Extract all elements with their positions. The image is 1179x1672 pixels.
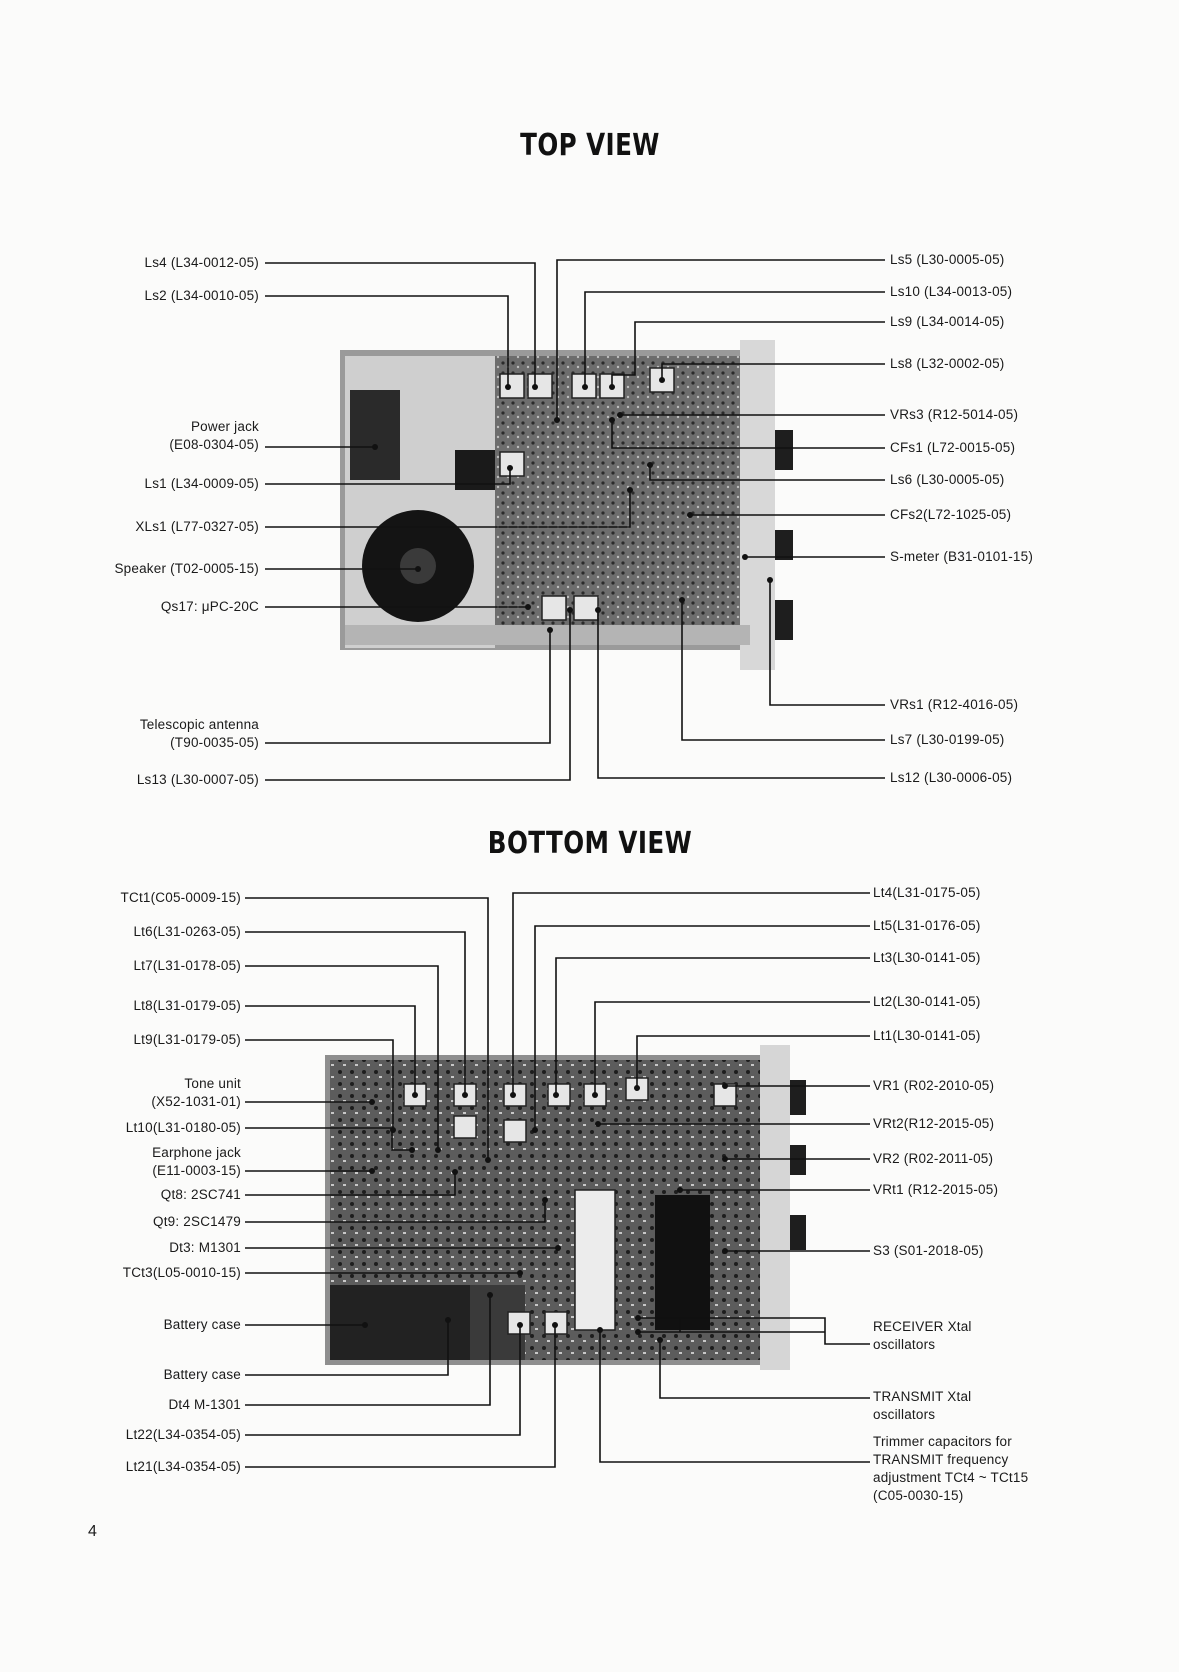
label-lt22: Lt22(L34-0354-05) [125, 1427, 241, 1442]
label-cfs1: CFs1 (L72-0015-05) [890, 440, 1016, 455]
label-receiver-xtal: RECEIVER Xtal oscillators [873, 1319, 972, 1352]
label-ls4: Ls4 (L34-0012-05) [144, 255, 259, 270]
label-earphone-jack: Earphone jack (E11-0003-15) [152, 1145, 241, 1178]
switch-block [655, 1195, 710, 1330]
knob-icon [790, 1145, 806, 1175]
label-ls1: Ls1 (L34-0009-05) [144, 476, 259, 491]
label-s3: S3 (S01-2018-05) [873, 1243, 984, 1258]
label-xls1: XLs1 (L77-0327-05) [135, 519, 259, 534]
label-vrt2: VRt2(R12-2015-05) [873, 1116, 995, 1131]
label-ls13: Ls13 (L30-0007-05) [136, 772, 259, 787]
label-lt4: Lt4(L31-0175-05) [873, 885, 981, 900]
label-ls10: Ls10 (L34-0013-05) [890, 284, 1013, 299]
top-front-panel [740, 340, 775, 670]
label-s-meter: S-meter (B31-0101-15) [890, 549, 1034, 564]
top-view-title: TOP VIEW [520, 128, 660, 163]
label-lt8: Lt8(L31-0179-05) [133, 998, 241, 1013]
label-battery-case-1: Battery case [163, 1317, 241, 1332]
label-lt2: Lt2(L30-0141-05) [873, 994, 981, 1009]
bottom-view-title: BOTTOM VIEW [487, 826, 693, 861]
knob-icon [775, 530, 793, 560]
label-dt3: Dt3: M1301 [169, 1240, 241, 1255]
label-lt3: Lt3(L30-0141-05) [873, 950, 981, 965]
label-lt7: Lt7(L31-0178-05) [133, 958, 241, 973]
label-vr2: VR2 (R02-2011-05) [873, 1151, 994, 1166]
bottom-front-panel [760, 1045, 790, 1370]
label-qt8: Qt8: 2SC741 [160, 1187, 241, 1202]
label-ls6: Ls6 (L30-0005-05) [890, 472, 1005, 487]
label-ls2: Ls2 (L34-0010-05) [144, 288, 259, 303]
label-tone-unit: Tone unit (X52-1031-01) [151, 1076, 241, 1109]
label-lt21: Lt21(L34-0354-05) [125, 1459, 241, 1474]
top-pcb [495, 356, 750, 641]
power-jack-block [350, 390, 400, 480]
label-ls7: Ls7 (L30-0199-05) [890, 732, 1005, 747]
label-dt4: Dt4 M-1301 [168, 1397, 241, 1412]
label-lt10: Lt10(L31-0180-05) [125, 1120, 241, 1135]
label-power-jack: Power jack (E08-0304-05) [169, 419, 259, 452]
top-view-leader-lines [265, 259, 885, 781]
knob-icon [775, 600, 793, 640]
label-tct3: TCt3(L05-0010-15) [122, 1265, 241, 1280]
label-lt5: Lt5(L31-0176-05) [873, 918, 981, 933]
bottom-view-leader-lines [245, 892, 870, 1468]
label-vrt1: VRt1 (R12-2015-05) [873, 1182, 999, 1197]
crystal-strip [574, 1189, 616, 1331]
label-battery-case-2: Battery case [163, 1367, 241, 1382]
page-number: 4 [88, 1523, 97, 1540]
label-vr1: VR1 (R02-2010-05) [873, 1078, 995, 1093]
label-ls9: Ls9 (L34-0014-05) [890, 314, 1005, 329]
knob-icon [790, 1215, 806, 1250]
label-ls8: Ls8 (L32-0002-05) [890, 356, 1005, 371]
label-tct1: TCt1(C05-0009-15) [120, 890, 241, 905]
label-lt1: Lt1(L30-0141-05) [873, 1028, 981, 1043]
telescopic-antenna [345, 625, 750, 645]
label-cfs2: CFs2(L72-1025-05) [890, 507, 1012, 522]
label-telescopic-antenna: Telescopic antenna (T90-0035-05) [139, 717, 259, 750]
label-transmit-xtal: TRANSMIT Xtal oscillators [873, 1389, 972, 1422]
label-lt9: Lt9(L31-0179-05) [133, 1032, 241, 1047]
top-view-photo [340, 340, 793, 670]
label-ls5: Ls5 (L30-0005-05) [890, 252, 1005, 267]
label-qt9: Qt9: 2SC1479 [153, 1214, 241, 1229]
label-vrs1: VRs1 (R12-4016-05) [890, 697, 1019, 712]
label-trimmer-capacitors: Trimmer capacitors for TRANSMIT frequenc… [873, 1434, 1029, 1503]
bottom-view-photo [325, 1045, 806, 1370]
label-speaker: Speaker (T02-0005-15) [114, 561, 259, 576]
label-lt6: Lt6(L31-0263-05) [133, 924, 241, 939]
label-vrs3: VRs3 (R12-5014-05) [890, 407, 1019, 422]
knob-icon [790, 1080, 806, 1115]
knob-icon [775, 430, 793, 470]
label-qs17: Qs17: μPC-20C [160, 599, 259, 614]
label-ls12: Ls12 (L30-0006-05) [890, 770, 1013, 785]
